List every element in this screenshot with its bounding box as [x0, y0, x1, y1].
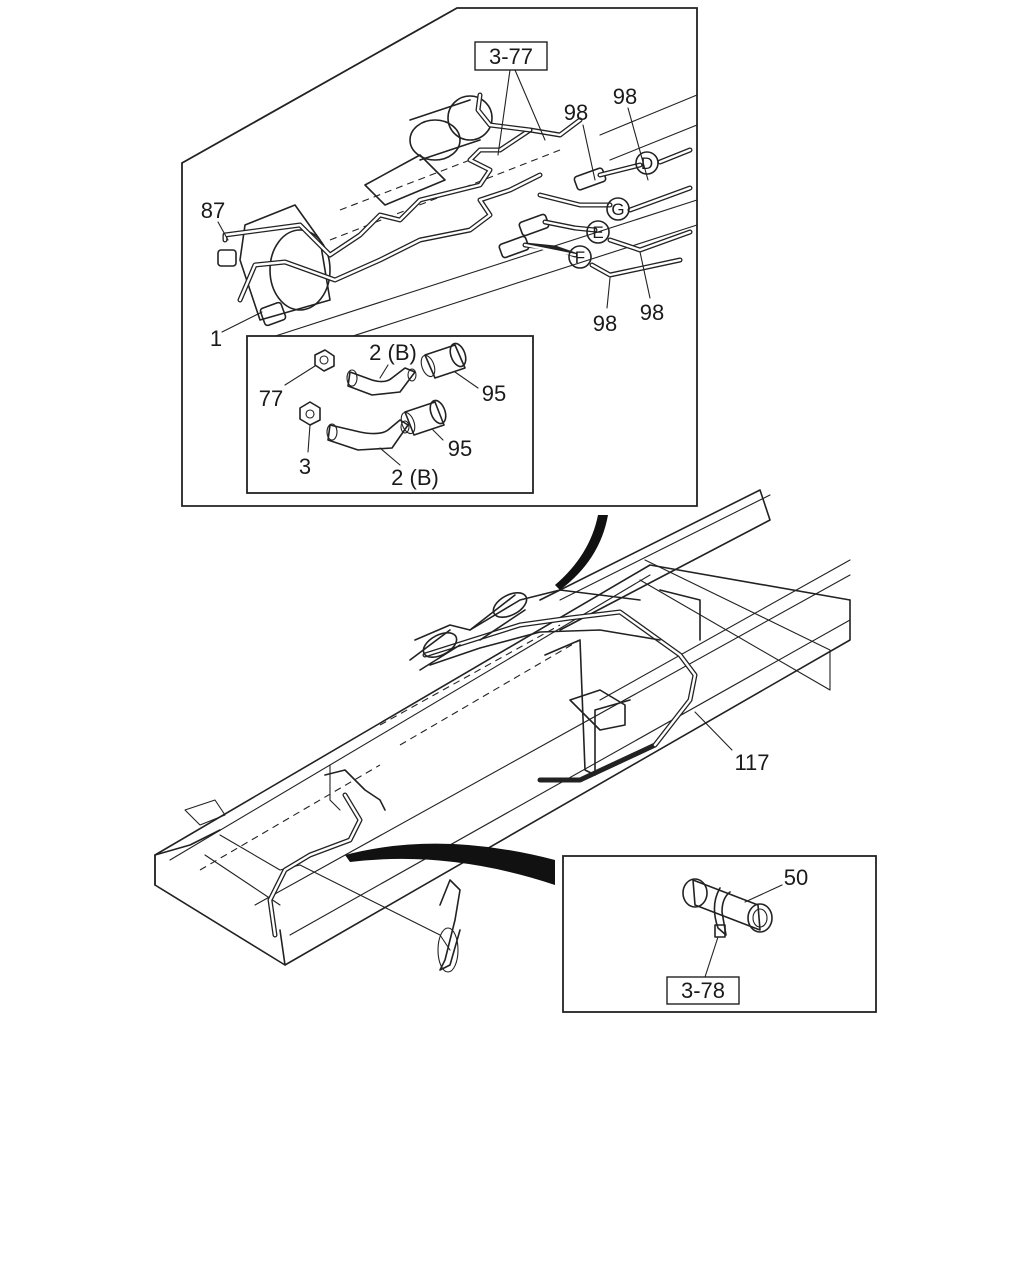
sleeve-lower: [400, 399, 447, 436]
label-98-bottom-right: 98: [639, 251, 664, 325]
svg-text:3-78: 3-78: [681, 978, 725, 1003]
label-98-top-right: 98: [613, 84, 649, 181]
sleeve-upper: [420, 342, 467, 379]
lower-callout-arrow: [345, 843, 555, 885]
nut-upper: [314, 349, 335, 372]
label-117: 117: [694, 711, 770, 775]
label-2b-upper: 2 (B): [369, 340, 417, 379]
svg-text:87: 87: [201, 198, 225, 223]
label-87: 87: [201, 198, 229, 241]
upper-callout-arrow: [555, 515, 608, 590]
svg-text:1: 1: [210, 326, 222, 351]
svg-text:3: 3: [299, 454, 311, 479]
svg-text:95: 95: [482, 381, 506, 406]
ref-box-3-78: 3-78: [666, 936, 740, 1005]
svg-text:3-77: 3-77: [489, 44, 533, 69]
elbow-fitting-upper: [346, 367, 417, 396]
svg-text:98: 98: [640, 300, 664, 325]
nut-lower: [299, 401, 321, 426]
circle-marker-d: D: [635, 151, 659, 175]
label-77: 77: [259, 365, 316, 411]
frame-fuel-lines: [267, 589, 698, 973]
label-98-top-left: 98: [564, 100, 596, 181]
svg-text:77: 77: [259, 386, 283, 411]
svg-text:D: D: [641, 154, 653, 173]
svg-text:98: 98: [593, 311, 617, 336]
label-95-lower: 95: [432, 429, 472, 461]
label-50: 50: [744, 865, 808, 903]
chassis-frame: [154, 489, 851, 966]
svg-text:98: 98: [564, 100, 588, 125]
fittings-inset-panel: [246, 335, 534, 494]
label-1: 1: [210, 311, 263, 351]
ref-box-3-77: 3-77: [474, 41, 548, 156]
circle-marker-f: F: [568, 245, 592, 269]
svg-text:F: F: [575, 248, 585, 267]
label-3: 3: [299, 424, 311, 479]
svg-text:50: 50: [784, 865, 808, 890]
elbow-fitting-lower: [326, 419, 410, 451]
label-2b-lower: 2 (B): [379, 447, 439, 490]
svg-text:G: G: [611, 200, 624, 219]
svg-text:2 (B): 2 (B): [391, 465, 439, 490]
label-98-bottom-left: 98: [593, 277, 617, 336]
svg-text:117: 117: [734, 750, 769, 775]
svg-text:98: 98: [613, 84, 637, 109]
label-95-upper: 95: [454, 371, 506, 406]
pipe-with-clamp: [682, 878, 773, 938]
circle-marker-e: E: [586, 220, 610, 244]
svg-text:E: E: [592, 223, 603, 242]
clamp-detail-panel: 3-78 50: [562, 855, 877, 1013]
svg-text:2 (B): 2 (B): [369, 340, 417, 365]
circle-marker-g: G: [606, 197, 630, 221]
svg-text:95: 95: [448, 436, 472, 461]
